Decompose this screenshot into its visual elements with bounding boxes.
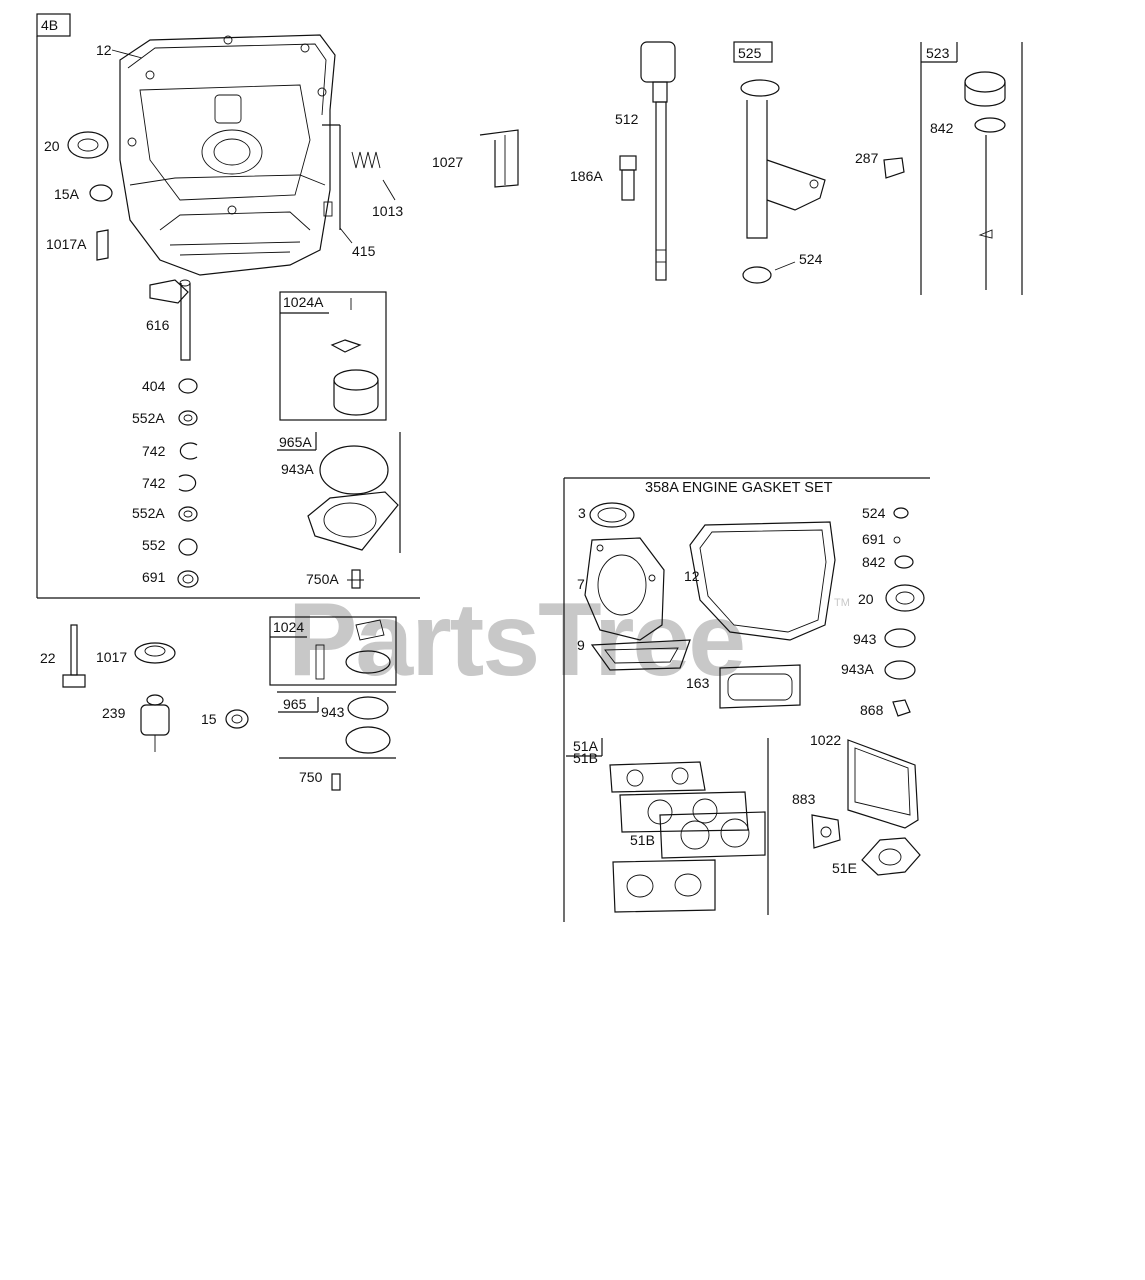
callout-404: 404: [142, 378, 166, 394]
callout-15a: 15A: [54, 186, 80, 202]
callout-616: 616: [146, 317, 170, 333]
callout-525: 525: [738, 45, 762, 61]
callout-1013: 1013: [372, 203, 403, 219]
lower-left-parts: [62, 616, 397, 791]
panel-4b: [36, 13, 420, 599]
callout-742-lower: 742: [142, 475, 166, 491]
callout-524-tube: 524: [799, 251, 823, 267]
callout-4b: 4B: [41, 17, 58, 33]
callout-524-gasket: 524: [862, 505, 886, 521]
callout-12-gasket: 12: [684, 568, 700, 584]
callout-943-left: 943: [321, 704, 345, 720]
box-1024: [269, 616, 397, 686]
callout-20: 20: [44, 138, 60, 154]
callout-22: 22: [40, 650, 56, 666]
panel-label-box: [36, 13, 71, 37]
callout-1027: 1027: [432, 154, 463, 170]
callout-3: 3: [578, 505, 586, 521]
callout-842-dipstick: 842: [930, 120, 954, 136]
callout-868: 868: [860, 702, 884, 718]
callout-51e: 51E: [832, 860, 857, 876]
oil-seal-drawing: [67, 131, 109, 159]
callout-943-gasket: 943: [853, 631, 877, 647]
part-1027-drawing: [479, 129, 519, 188]
box-1024a: [279, 291, 387, 421]
callout-965a: 965A: [279, 434, 312, 450]
callout-552a-lower: 552A: [132, 505, 165, 521]
callout-750: 750: [299, 769, 323, 785]
callout-12: 12: [96, 42, 112, 58]
callout-415: 415: [352, 243, 376, 259]
callout-163: 163: [686, 675, 710, 691]
gasket-set-panel: [563, 477, 930, 922]
callout-691-gasket: 691: [862, 531, 886, 547]
callout-842-gasket: 842: [862, 554, 886, 570]
callout-51b-upper: 51B: [573, 750, 598, 766]
callout-15: 15: [201, 711, 217, 727]
callout-883: 883: [792, 791, 816, 807]
callout-512: 512: [615, 111, 639, 127]
gasket-set-title: 358A ENGINE GASKET SET: [645, 480, 833, 496]
callout-1017a: 1017A: [46, 236, 87, 252]
callout-labels: 4B 12 20 15A 1017A 1013 415 1027 616 102…: [40, 17, 954, 876]
callout-523: 523: [926, 45, 950, 61]
callout-51a: 51A: [573, 738, 599, 754]
watermark: PartsTree TM: [288, 582, 850, 698]
callout-552: 552: [142, 537, 166, 553]
callout-750a: 750A: [306, 571, 339, 587]
callout-1024: 1024: [273, 619, 304, 635]
callout-20-gasket: 20: [858, 591, 874, 607]
callout-239: 239: [102, 705, 126, 721]
callout-691: 691: [142, 569, 166, 585]
callout-9: 9: [577, 637, 585, 653]
watermark-trademark: TM: [834, 597, 850, 609]
watermark-text: PartsTree: [288, 582, 744, 698]
callout-943a: 943A: [281, 461, 314, 477]
sump-casting-drawing: [119, 34, 336, 276]
callout-943a-gasket: 943A: [841, 661, 874, 677]
callout-1017: 1017: [96, 649, 127, 665]
callout-186a: 186A: [570, 168, 603, 184]
callout-965: 965: [283, 696, 307, 712]
callout-287: 287: [855, 150, 879, 166]
callout-1022: 1022: [810, 732, 841, 748]
callout-51b-lower: 51B: [630, 832, 655, 848]
callout-742-upper: 742: [142, 443, 166, 459]
callout-1024a: 1024A: [283, 294, 324, 310]
dipstick-column: [619, 41, 1023, 295]
callout-7: 7: [577, 576, 585, 592]
callout-552a-upper: 552A: [132, 410, 165, 426]
